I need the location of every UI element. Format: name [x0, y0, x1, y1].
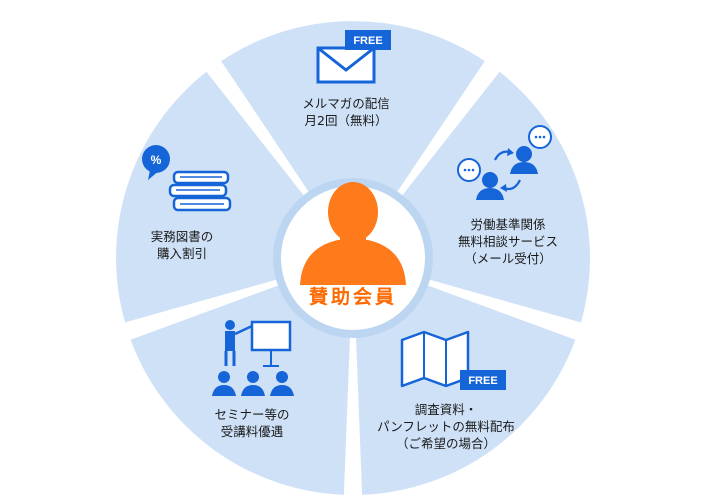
seminar-icon	[212, 320, 294, 396]
center-member-label: 賛助会員	[308, 286, 398, 308]
map-pamphlet-icon: FREE	[400, 330, 506, 390]
segment-newsletter	[221, 21, 485, 258]
label-line: 実務図書の	[150, 229, 214, 244]
books-icon: %	[142, 145, 232, 212]
free-badge-newsletter: FREE	[345, 30, 391, 50]
label-line: 調査資料・	[414, 402, 478, 417]
label-line: 月2回（無料）	[304, 113, 388, 128]
segment-label-books: 実務図書の 購入割引	[151, 228, 214, 262]
chat-bubble-left-icon	[457, 158, 481, 182]
discount-badge: %	[142, 145, 170, 180]
label-line: パンフレットの無料配布	[377, 419, 515, 434]
label-line: （ご希望の場合）	[395, 436, 497, 451]
segment-label-survey: 調査資料・ パンフレットの無料配布 （ご希望の場合）	[377, 401, 515, 452]
consultation-people-icon	[457, 125, 552, 200]
segment-label-consultation: 労働基準関係 無料相談サービス （メール受付）	[458, 216, 558, 267]
segment-seminar	[130, 258, 353, 495]
envelope-icon: FREE	[316, 30, 391, 84]
center-member-circle	[273, 178, 433, 338]
segment-label-seminar: セミナー等の 受講料優遇	[214, 406, 289, 440]
label-line: 購入割引	[156, 246, 208, 261]
member-person-icon	[300, 182, 406, 285]
free-badge-text: FREE	[353, 35, 382, 47]
label-line: 受講料優遇	[220, 424, 284, 439]
label-line: 無料相談サービス	[457, 234, 559, 249]
segment-label-newsletter: メルマガの配信 月2回（無料）	[302, 95, 390, 129]
free-badge-text: FREE	[468, 375, 497, 387]
free-badge-survey: FREE	[460, 370, 506, 390]
label-line: 労働基準関係	[470, 217, 546, 232]
chat-bubble-right-icon	[528, 125, 552, 149]
percent-text: %	[151, 153, 162, 167]
label-line: セミナー等の	[214, 407, 290, 422]
label-line: （メール受付）	[464, 251, 552, 266]
label-line: メルマガの配信	[302, 96, 390, 111]
